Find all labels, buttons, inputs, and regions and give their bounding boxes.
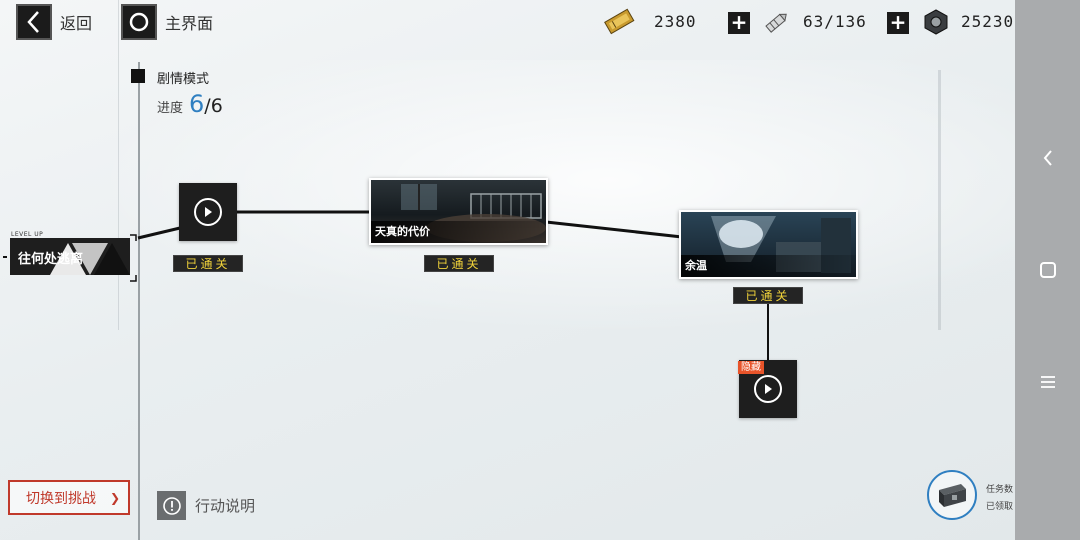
stage-node-naive-price[interactable]: 天真的代价 <box>369 178 548 245</box>
timeline-divider <box>138 62 140 540</box>
nut-count: 252306 <box>961 12 1025 31</box>
switch-to-challenge-button[interactable]: 切换到挑战 ❯ <box>8 480 130 515</box>
add-ticket-button[interactable]: + <box>728 12 750 34</box>
progress-current: 6 <box>189 90 205 118</box>
add-bullet-button[interactable]: + <box>887 12 909 34</box>
background-line <box>118 0 119 330</box>
claimed-label: 已领取 <box>986 502 1014 512</box>
action-info-button[interactable]: 行动说明 <box>157 491 255 520</box>
hidden-tag: 隐藏 <box>738 361 764 374</box>
chapter-title: 往何处逃离 <box>18 252 84 267</box>
task-label: 任务数 <box>986 485 1014 495</box>
cleared-badge: 已通关 <box>173 255 243 272</box>
chapter-tag: LEVEL UP <box>11 231 44 238</box>
stage-caption: 天真的代价 <box>371 221 546 243</box>
nav-back-icon <box>1043 150 1052 166</box>
mode-title: 剧情模式 <box>157 72 210 87</box>
chapter-card[interactable]: 往何处逃离 <box>10 238 130 275</box>
info-icon <box>157 491 186 520</box>
nut-icon <box>922 8 950 40</box>
nav-menu-icon <box>1040 376 1055 388</box>
stage-node-video-1[interactable] <box>179 183 237 241</box>
chevron-right-icon: ❯ <box>109 490 120 505</box>
nav-home-button[interactable] <box>1015 250 1080 290</box>
stage-connectors <box>137 210 769 362</box>
chevron-left-icon <box>16 4 52 40</box>
bullet-icon <box>762 8 792 40</box>
action-info-label: 行动说明 <box>195 497 256 515</box>
main-menu-button[interactable]: 主界面 <box>121 4 213 40</box>
bullet-count: 63/136 <box>803 12 867 31</box>
chapter-bracket <box>130 234 137 282</box>
nav-menu-button[interactable] <box>1015 362 1080 402</box>
play-icon <box>194 198 222 226</box>
back-label: 返回 <box>60 14 93 33</box>
cleared-badge: 已通关 <box>424 255 494 272</box>
mode-square-icon <box>131 69 145 83</box>
chapter-pattern <box>50 243 130 275</box>
nav-home-icon <box>1039 262 1056 278</box>
reward-chest-button[interactable] <box>927 470 977 520</box>
nav-back-button[interactable] <box>1015 138 1080 178</box>
back-button[interactable]: 返回 <box>16 4 92 40</box>
progress: 进度 6 /6 <box>157 90 223 118</box>
play-icon <box>754 375 782 403</box>
stage-node-residual-warmth[interactable]: 余温 <box>679 210 858 279</box>
switch-label: 切换到挑战 <box>26 490 96 507</box>
ticket-count: 2380 <box>654 12 697 31</box>
background-line <box>938 70 941 330</box>
progress-label: 进度 <box>157 101 184 116</box>
ticket-icon <box>603 7 635 39</box>
cleared-badge: 已通关 <box>733 287 803 304</box>
progress-total: /6 <box>204 95 223 117</box>
system-nav-bar <box>1015 0 1080 540</box>
chapter-tick <box>3 256 7 258</box>
chest-icon <box>939 484 966 507</box>
circle-icon <box>121 4 157 40</box>
main-menu-label: 主界面 <box>165 14 214 33</box>
stage-caption: 余温 <box>681 255 856 277</box>
